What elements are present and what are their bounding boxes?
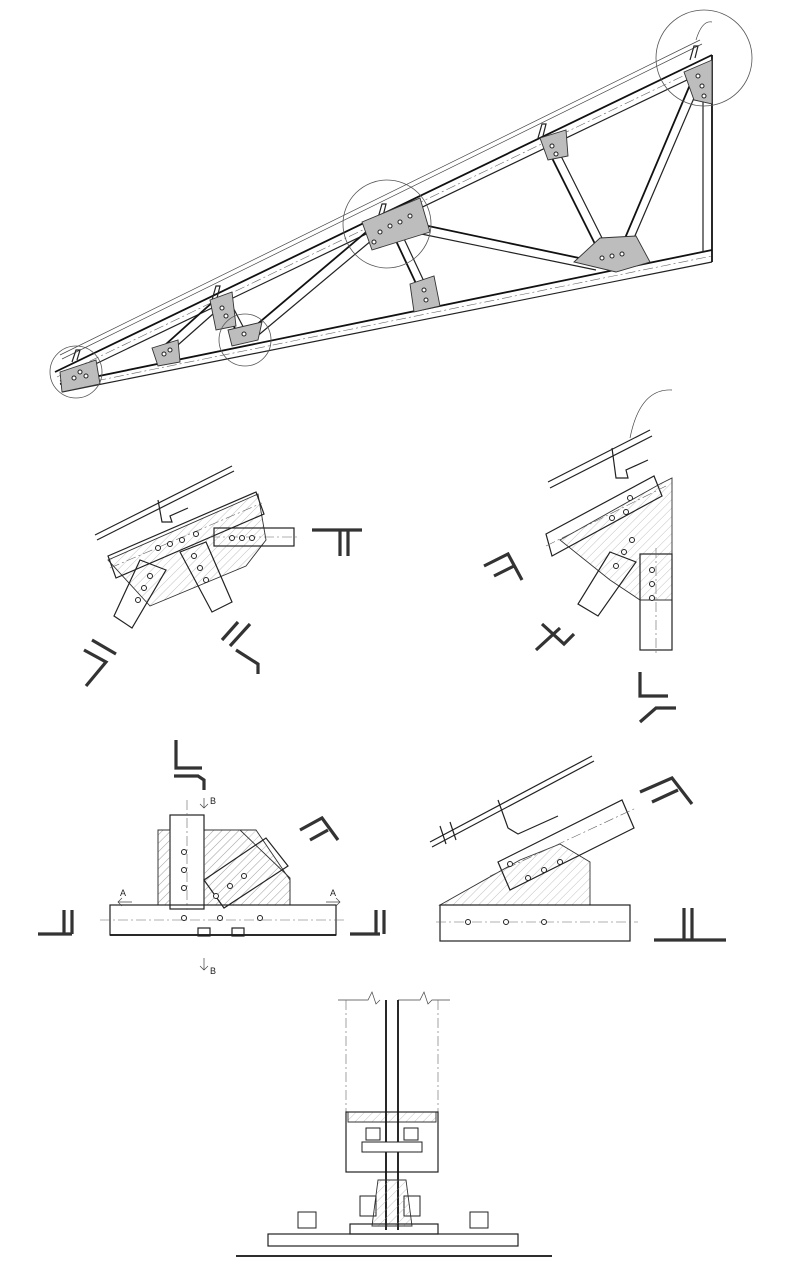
- detail-node-bottom-chord: A A B B: [38, 740, 386, 976]
- detail3-bolts: [181, 849, 263, 921]
- angle-section-symbol: [639, 776, 694, 805]
- gusset-plates: [59, 59, 713, 393]
- angle-section-symbol: [38, 910, 74, 936]
- angle-section-symbol: [638, 672, 676, 724]
- detail-base-support: [236, 991, 552, 1257]
- detail-node-left: [83, 465, 362, 688]
- truss-bolts: [71, 73, 707, 381]
- detail-node-eave: [429, 755, 726, 942]
- section-label-a-right: A: [330, 888, 336, 898]
- angle-section-symbol: [220, 620, 260, 674]
- angle-section-symbol: [654, 908, 726, 942]
- section-label-b-bottom: B: [210, 966, 216, 976]
- detail-callouts: [49, 9, 753, 399]
- section-label-b-top: B: [210, 796, 216, 806]
- detail4-bolts: [465, 859, 563, 925]
- angle-section-symbol: [483, 551, 524, 581]
- purlins: [71, 21, 713, 363]
- base-bolts: [297, 1127, 489, 1229]
- web-members: [164, 79, 701, 353]
- angle-section-symbol: [174, 740, 206, 790]
- truss-elevation: [49, 9, 753, 399]
- section-label-a-left: A: [120, 888, 126, 898]
- angle-section-symbol: [83, 638, 117, 688]
- angle-section-symbol: [350, 910, 386, 936]
- angle-section-symbol: [299, 815, 340, 842]
- detail2-bolts: [609, 495, 655, 601]
- angle-section-symbol: [312, 528, 362, 556]
- angle-section-symbol: [534, 622, 576, 652]
- detail-node-apex: [483, 389, 676, 724]
- detail1-bolts: [135, 531, 255, 603]
